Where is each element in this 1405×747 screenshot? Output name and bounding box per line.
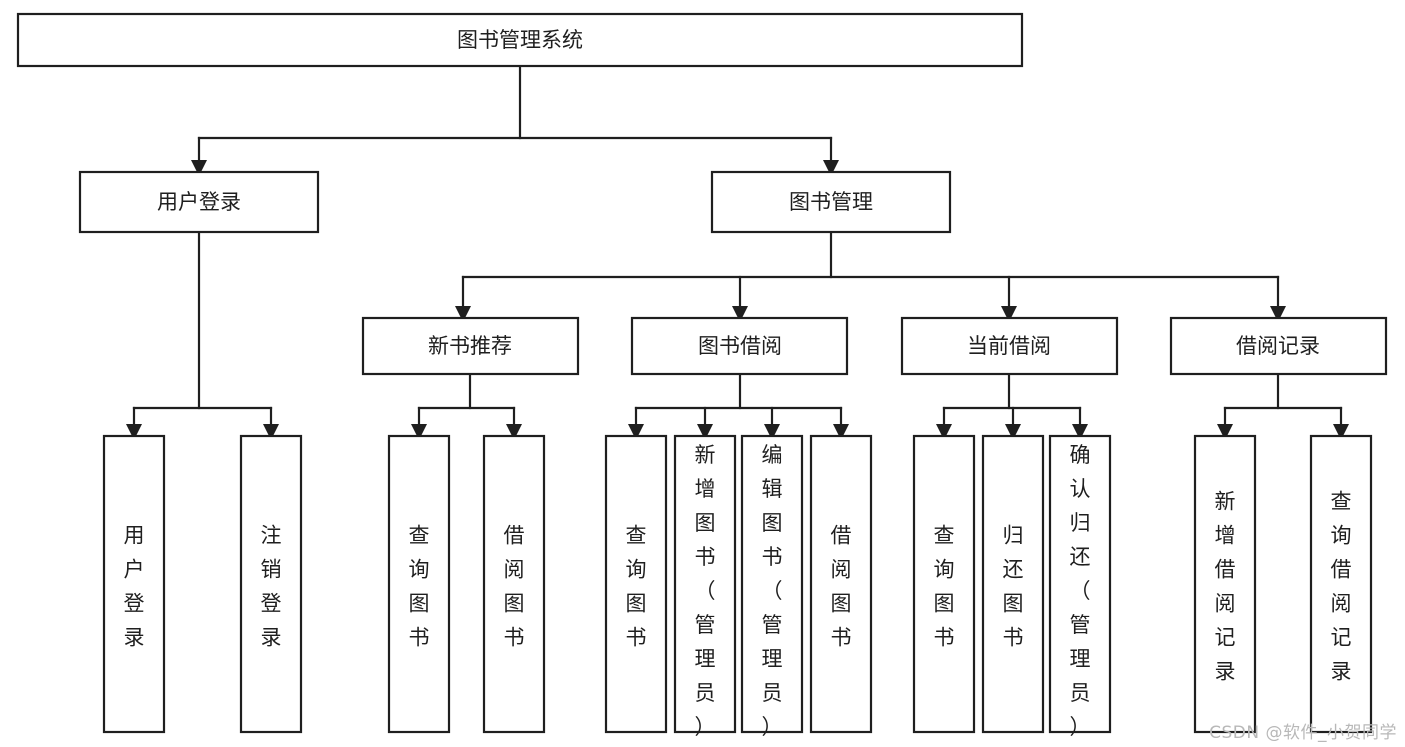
arrow-current-borrow-to-leaf-9 xyxy=(936,424,952,440)
node-root-label: 图书管理系统 xyxy=(457,28,583,52)
node-new-book-rec-label: 新书推荐 xyxy=(428,334,512,358)
node-book-manage-box[interactable] xyxy=(710,170,952,234)
arrow-root-to-user-login xyxy=(191,160,207,176)
node-leaf-3[interactable]: 查询图书 xyxy=(387,434,451,734)
node-leaf-12[interactable]: 新增借阅记录 xyxy=(1193,434,1257,734)
arrow-current-borrow-to-leaf-10 xyxy=(1005,424,1021,440)
node-leaf-12-label: 新增借阅记录 xyxy=(1215,490,1236,684)
node-book-borrow-label: 图书借阅 xyxy=(698,334,782,358)
node-leaf-1-box[interactable] xyxy=(102,434,166,734)
node-leaf-13[interactable]: 查询借阅记录 xyxy=(1309,434,1373,734)
node-borrow-record-box[interactable] xyxy=(1169,316,1388,376)
node-leaf-11-label: 确认归还（管理员） xyxy=(1070,443,1091,739)
arrow-book-borrow-to-leaf-6 xyxy=(697,424,713,440)
node-leaf-10-label: 归还图书 xyxy=(1003,524,1024,650)
node-leaf-5[interactable]: 查询图书 xyxy=(604,434,668,734)
node-leaf-3-box[interactable] xyxy=(387,434,451,734)
node-leaf-12-box[interactable] xyxy=(1193,434,1257,734)
node-leaf-6-box[interactable] xyxy=(673,434,737,734)
node-leaf-2[interactable]: 注销登录 xyxy=(239,434,303,734)
node-leaf-4-label: 借阅图书 xyxy=(504,524,525,650)
node-leaf-10-box[interactable] xyxy=(981,434,1045,734)
node-leaf-5-box[interactable] xyxy=(604,434,668,734)
node-leaf-2-box[interactable] xyxy=(239,434,303,734)
node-leaf-5-label: 查询图书 xyxy=(626,524,647,650)
node-leaf-6[interactable]: 新增图书（管理员） xyxy=(673,434,737,739)
node-leaf-9[interactable]: 查询图书 xyxy=(912,434,976,734)
arrow-book-manage-to-book-borrow xyxy=(732,306,748,322)
edge-group xyxy=(126,64,1349,440)
arrow-book-borrow-to-leaf-7 xyxy=(764,424,780,440)
node-new-book-rec-box[interactable] xyxy=(361,316,580,376)
arrow-new-book-rec-to-leaf-3 xyxy=(411,424,427,440)
node-leaf-4-box[interactable] xyxy=(482,434,546,734)
arrow-user-login-to-leaf-1 xyxy=(126,424,142,440)
node-leaf-3-label: 查询图书 xyxy=(409,524,430,650)
node-leaf-8-label: 借阅图书 xyxy=(831,524,852,650)
node-leaf-11-box[interactable] xyxy=(1048,434,1112,734)
node-user-login-label: 用户登录 xyxy=(157,190,241,214)
arrow-book-borrow-to-leaf-8 xyxy=(833,424,849,440)
arrow-borrow-record-to-leaf-13 xyxy=(1333,424,1349,440)
node-book-manage-label: 图书管理 xyxy=(789,190,873,214)
node-leaf-2-label: 注销登录 xyxy=(261,524,282,650)
node-leaf-1-label: 用户登录 xyxy=(124,524,145,650)
node-leaf-4[interactable]: 借阅图书 xyxy=(482,434,546,734)
node-leaf-1[interactable]: 用户登录 xyxy=(102,434,166,734)
node-book-borrow-box[interactable] xyxy=(630,316,849,376)
arrow-current-borrow-to-leaf-11 xyxy=(1072,424,1088,440)
arrow-borrow-record-to-leaf-12 xyxy=(1217,424,1233,440)
node-borrow-record[interactable]: 借阅记录 xyxy=(1169,316,1388,376)
node-group: 图书管理系统 用户登录 图书管理 新书推荐 图书借阅 当前 xyxy=(16,12,1388,739)
node-book-borrow[interactable]: 图书借阅 xyxy=(630,316,849,376)
node-borrow-record-label: 借阅记录 xyxy=(1236,334,1320,358)
node-leaf-8-box[interactable] xyxy=(809,434,873,734)
node-current-borrow[interactable]: 当前借阅 xyxy=(900,316,1119,376)
arrow-user-login-to-leaf-2 xyxy=(263,424,279,440)
node-root[interactable]: 图书管理系统 xyxy=(16,12,1024,68)
arrow-book-manage-to-borrow-record xyxy=(1270,306,1286,322)
node-book-manage[interactable]: 图书管理 xyxy=(710,170,952,234)
node-leaf-7[interactable]: 编辑图书（管理员） xyxy=(740,434,804,739)
node-leaf-6-label: 新增图书（管理员） xyxy=(695,443,716,739)
arrow-book-manage-to-current-borrow xyxy=(1001,306,1017,322)
node-leaf-10[interactable]: 归还图书 xyxy=(981,434,1045,734)
node-leaf-9-label: 查询图书 xyxy=(934,524,955,650)
node-leaf-9-box[interactable] xyxy=(912,434,976,734)
node-leaf-13-box[interactable] xyxy=(1309,434,1373,734)
node-current-borrow-box[interactable] xyxy=(900,316,1119,376)
arrow-root-to-book-manage xyxy=(823,160,839,176)
node-user-login-box[interactable] xyxy=(78,170,320,234)
node-new-book-rec[interactable]: 新书推荐 xyxy=(361,316,580,376)
csdn-watermark: CSDN @软件_小贺同学 xyxy=(1209,723,1397,743)
arrow-book-borrow-to-leaf-5 xyxy=(628,424,644,440)
node-leaf-7-label: 编辑图书（管理员） xyxy=(762,443,783,739)
node-leaf-11[interactable]: 确认归还（管理员） xyxy=(1048,434,1112,739)
node-user-login[interactable]: 用户登录 xyxy=(78,170,320,234)
node-leaf-7-box[interactable] xyxy=(740,434,804,734)
node-root-box[interactable] xyxy=(16,12,1024,68)
node-leaf-13-label: 查询借阅记录 xyxy=(1331,490,1352,684)
node-leaf-8[interactable]: 借阅图书 xyxy=(809,434,873,734)
arrow-book-manage-to-new-book-rec xyxy=(455,306,471,322)
arrow-new-book-rec-to-leaf-4 xyxy=(506,424,522,440)
node-current-borrow-label: 当前借阅 xyxy=(967,334,1051,358)
